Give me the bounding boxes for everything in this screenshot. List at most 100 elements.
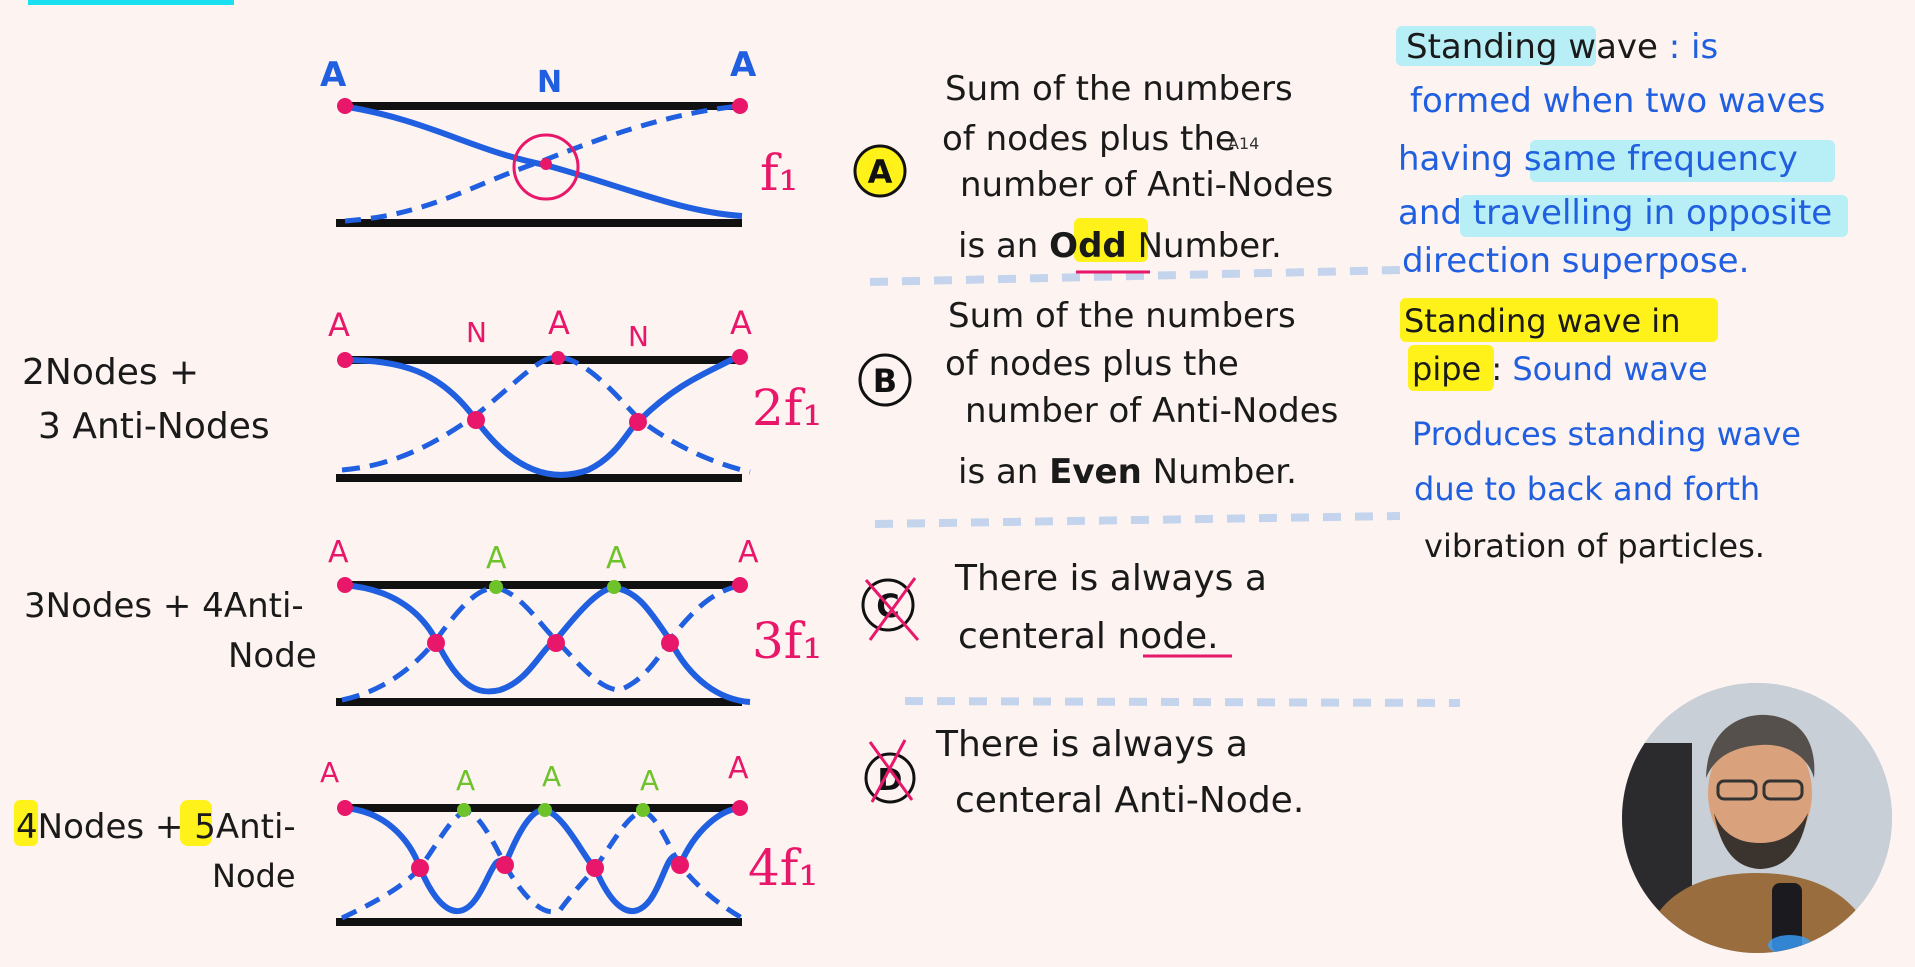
node-dot (427, 634, 445, 652)
antinode-dot (607, 580, 621, 594)
label-n: N (628, 320, 649, 353)
label-a: A (456, 764, 475, 797)
diagram-third-harmonic: A A A A 3f₁ 3Nodes + 4Anti- Node (24, 535, 822, 706)
label-a: A (738, 535, 759, 570)
antinode-dot (636, 803, 650, 817)
label-a: A (640, 764, 659, 797)
definition-text: formed when two waves (1410, 81, 1825, 121)
option-text: of nodes plus the (942, 119, 1236, 159)
pipe-text: vibration of particles. (1424, 527, 1765, 565)
option-letter-circle (864, 752, 916, 804)
definition-text: having same frequency (1398, 139, 1798, 179)
label-a: A (320, 55, 347, 95)
option-letter: B (873, 362, 897, 400)
harmonic-label: 3f₁ (752, 612, 822, 670)
option-text: There is always a (935, 724, 1248, 765)
pipe-text: Produces standing wave (1412, 415, 1801, 453)
label-a: A (728, 751, 749, 786)
option-c: C There is always a centeral node. (861, 558, 1267, 658)
pipe-notes: Standing wave in pipe : Sound wave Produ… (1400, 298, 1801, 565)
highlight (1530, 140, 1835, 182)
label-a: A (606, 541, 627, 576)
diagram-fundamental: A N A f₁ (320, 45, 799, 227)
option-a: A Sum of the numbers of nodes plus the n… (853, 69, 1333, 274)
node-dot (411, 859, 429, 877)
separator (874, 512, 1401, 528)
node-circle (512, 133, 580, 201)
definition-notes: Standing wave : is formed when two waves… (1396, 26, 1848, 281)
count-note: 2Nodes + (22, 352, 199, 393)
pipe-text: due to back and forth (1414, 470, 1760, 508)
node-dot (629, 413, 647, 431)
pipe-term: pipe : Sound wave (1412, 350, 1708, 388)
option-text: is an Odd Number. (958, 226, 1282, 266)
antinode-dot (538, 803, 552, 817)
node-dot (467, 411, 485, 429)
option-letter: A (868, 153, 893, 191)
option-text: There is always a (954, 558, 1267, 599)
antinode-dot (337, 352, 353, 368)
antinode-dot (337, 577, 353, 593)
wave-solid (341, 582, 751, 705)
label-a: A (548, 304, 570, 342)
scribble-note: A14 (1228, 134, 1259, 153)
highlight (1460, 195, 1848, 237)
count-note: 3Nodes + 4Anti- (24, 586, 304, 626)
label-a: A (542, 760, 561, 793)
options: A Sum of the numbers of nodes plus the n… (853, 69, 1461, 821)
option-letter-circle (858, 353, 912, 407)
node-dot (540, 158, 552, 170)
label-n: N (466, 316, 487, 349)
harmonic-label: 2f₁ (752, 379, 822, 437)
node-dot (671, 856, 689, 874)
definition-term: Standing wave : is (1406, 27, 1718, 67)
highlight (180, 800, 212, 846)
label-a: A (328, 535, 349, 570)
option-text: number of Anti-Nodes (960, 165, 1333, 205)
node-dot (547, 634, 565, 652)
cross-out-mark (864, 577, 920, 641)
definition-text: and travelling in opposite (1398, 193, 1832, 233)
antinode-dot (337, 98, 353, 114)
diagram-fourth-harmonic: A A A A A 4f₁ 4Nodes + 5Anti- Node (14, 751, 818, 926)
option-d: D There is always a centeral Anti-Node. (864, 724, 1304, 821)
highlight (1400, 298, 1718, 342)
option-text: of nodes plus the (945, 344, 1239, 384)
antinode-dot (732, 800, 748, 816)
option-text: centeral Anti-Node. (955, 780, 1304, 821)
antinode-dot (551, 351, 565, 365)
separator (869, 266, 1401, 286)
antinode-dot (732, 577, 748, 593)
option-text: Sum of the numbers (945, 69, 1293, 109)
beard (1714, 813, 1808, 869)
count-note: 3 Anti-Nodes (38, 406, 270, 447)
pipe-term: Standing wave in (1404, 302, 1680, 340)
definition-text: direction superpose. (1402, 241, 1749, 281)
highlight (1396, 26, 1596, 66)
glasses (1762, 779, 1804, 801)
count-note: Node (228, 636, 317, 676)
option-text: is an Even Number. (958, 452, 1297, 492)
highlight (1408, 345, 1494, 391)
highlight (14, 800, 38, 846)
wave-dashed (340, 809, 744, 921)
glasses (1716, 779, 1758, 801)
label-a: A (730, 304, 752, 342)
antinode-dot (489, 580, 503, 594)
antinode-dot (337, 800, 353, 816)
option-b: B Sum of the numbers of nodes plus the n… (858, 296, 1338, 492)
count-note: Node (212, 857, 296, 895)
option-letter-circle (861, 578, 915, 632)
antinode-dot (457, 803, 471, 817)
node-dot (496, 856, 514, 874)
option-text: number of Anti-Nodes (965, 391, 1338, 431)
option-text: centeral node. (958, 616, 1219, 657)
label-a: A (730, 45, 757, 85)
harmonic-label: f₁ (760, 144, 799, 202)
highlight (1074, 218, 1148, 262)
label-a: A (486, 541, 507, 576)
wave-solid (341, 352, 742, 478)
top-bar (28, 0, 234, 5)
hair (1706, 714, 1815, 778)
